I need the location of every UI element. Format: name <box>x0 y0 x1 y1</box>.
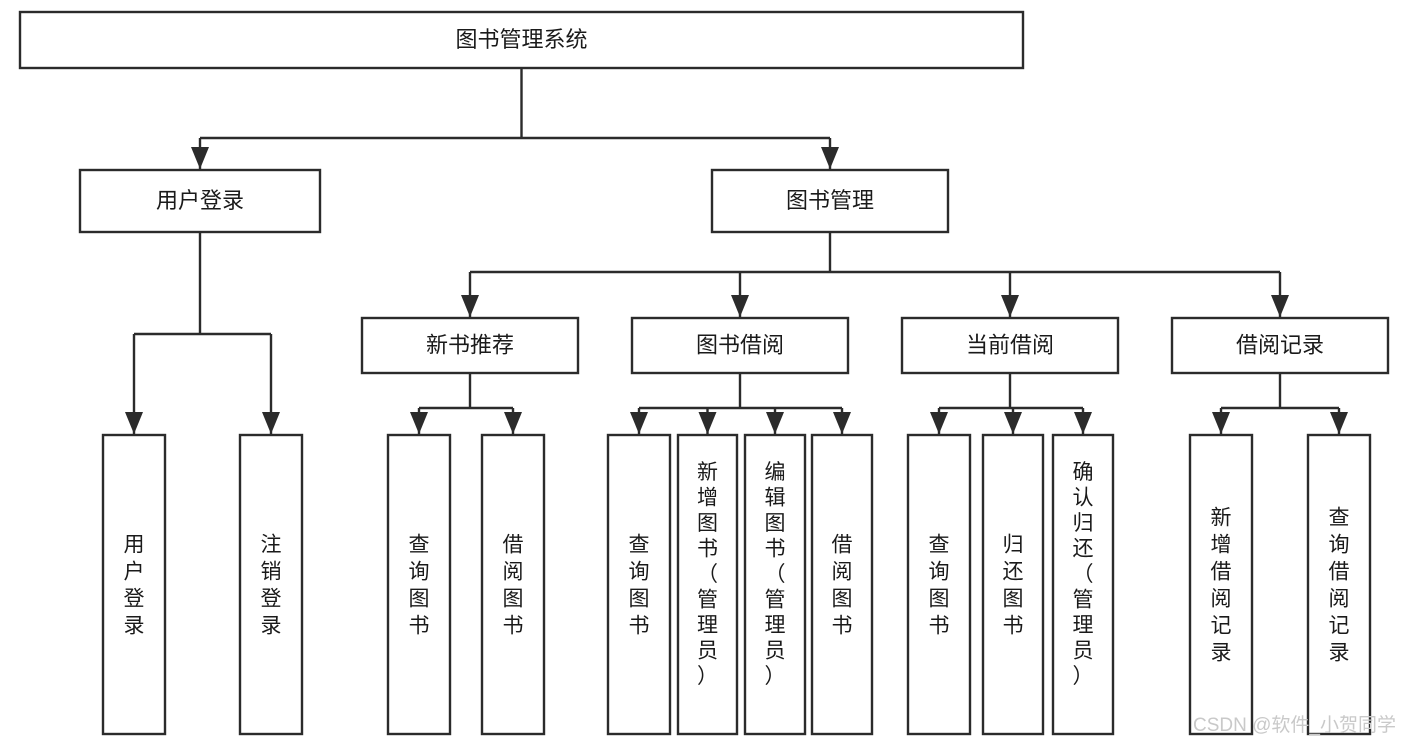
book-borrow-arrow-3 <box>833 412 851 434</box>
node-label-leaf-query-record: 查询借阅记录 <box>1329 507 1350 665</box>
node-box-current-borrow[interactable] <box>900 316 1120 375</box>
node-label-leaf-user-login: 用户登录 <box>124 534 145 638</box>
node-leaf-borrow-book-2[interactable]: 借阅图书 <box>810 433 874 736</box>
node-box-book-borrow[interactable] <box>630 316 850 375</box>
node-box-leaf-user-login[interactable] <box>101 433 167 736</box>
node-label-new-book-recommend: 新书推荐 <box>426 332 514 357</box>
node-box-leaf-borrow-book-1[interactable] <box>480 433 546 736</box>
root-arrow-1 <box>821 147 839 169</box>
node-label-leaf-user-logout: 注销登录 <box>261 534 282 638</box>
node-label-leaf-add-record: 新增借阅记录 <box>1211 507 1232 665</box>
node-label-borrow-record: 借阅记录 <box>1236 332 1324 357</box>
node-label-leaf-edit-book: 编辑图书（管理员） <box>765 461 786 688</box>
node-leaf-return-book[interactable]: 归还图书 <box>981 433 1045 736</box>
node-box-borrow-record[interactable] <box>1170 316 1390 375</box>
book-manage-arrow-2 <box>1001 295 1019 317</box>
node-label-leaf-borrow-book-1: 借阅图书 <box>503 534 524 638</box>
node-box-root[interactable] <box>18 10 1025 70</box>
node-box-leaf-user-logout[interactable] <box>238 433 304 736</box>
csdn-watermark: CSDN @软件_小贺同学 <box>1193 714 1396 736</box>
book-borrow-arrow-2 <box>766 412 784 434</box>
node-leaf-query-book-3[interactable]: 查询图书 <box>906 433 972 736</box>
node-leaf-add-book[interactable]: 新增图书（管理员） <box>676 433 739 736</box>
book-borrow-arrow-0 <box>630 412 648 434</box>
user-login-arrow-0 <box>125 412 143 434</box>
node-borrow-record[interactable]: 借阅记录 <box>1170 316 1390 375</box>
new-book-recommend-arrow-1 <box>504 412 522 434</box>
node-box-leaf-query-book-2[interactable] <box>606 433 672 736</box>
root-arrow-0 <box>191 147 209 169</box>
node-box-leaf-return-book[interactable] <box>981 433 1045 736</box>
node-leaf-query-record[interactable]: 查询借阅记录 <box>1306 433 1372 736</box>
borrow-record-arrow-0 <box>1212 412 1230 434</box>
book-manage-arrow-3 <box>1271 295 1289 317</box>
node-leaf-query-book-1[interactable]: 查询图书 <box>386 433 452 736</box>
connector-links-layer <box>125 68 1348 434</box>
node-leaf-add-record[interactable]: 新增借阅记录 <box>1188 433 1254 736</box>
book-manage-arrow-0 <box>461 295 479 317</box>
node-leaf-user-logout[interactable]: 注销登录 <box>238 433 304 736</box>
node-label-leaf-query-book-2: 查询图书 <box>629 534 650 638</box>
node-label-user-login: 用户登录 <box>156 188 244 213</box>
current-borrow-arrow-1 <box>1004 412 1022 434</box>
node-box-leaf-add-record[interactable] <box>1188 433 1254 736</box>
node-book-borrow[interactable]: 图书借阅 <box>630 316 850 375</box>
node-leaf-confirm-return[interactable]: 确认归还（管理员） <box>1051 433 1115 736</box>
user-login-arrow-1 <box>262 412 280 434</box>
node-label-leaf-return-book: 归还图书 <box>1003 534 1024 638</box>
current-borrow-arrow-2 <box>1074 412 1092 434</box>
node-box-new-book-recommend[interactable] <box>360 316 580 375</box>
book-manage-arrow-1 <box>731 295 749 317</box>
node-label-leaf-borrow-book-2: 借阅图书 <box>832 534 853 638</box>
node-leaf-borrow-book-1[interactable]: 借阅图书 <box>480 433 546 736</box>
node-leaf-edit-book[interactable]: 编辑图书（管理员） <box>743 433 807 736</box>
node-box-leaf-query-book-1[interactable] <box>386 433 452 736</box>
node-box-leaf-edit-book[interactable] <box>743 433 807 736</box>
node-box-leaf-add-book[interactable] <box>676 433 739 736</box>
book-borrow-arrow-1 <box>698 412 717 434</box>
new-book-recommend-arrow-0 <box>410 412 428 434</box>
node-box-leaf-confirm-return[interactable] <box>1051 433 1115 736</box>
node-user-login[interactable]: 用户登录 <box>78 168 322 234</box>
node-box-user-login[interactable] <box>78 168 322 234</box>
current-borrow-arrow-0 <box>930 412 948 434</box>
node-boxes-layer: 图书管理系统用户登录图书管理新书推荐图书借阅当前借阅借阅记录用户登录注销登录查询… <box>18 10 1390 736</box>
node-label-leaf-query-book-3: 查询图书 <box>929 534 950 638</box>
node-leaf-query-book-2[interactable]: 查询图书 <box>606 433 672 736</box>
node-label-root: 图书管理系统 <box>455 27 587 52</box>
node-box-book-manage[interactable] <box>710 168 950 234</box>
node-box-leaf-query-record[interactable] <box>1306 433 1372 736</box>
node-label-book-borrow: 图书借阅 <box>696 332 784 357</box>
node-box-leaf-borrow-book-2[interactable] <box>810 433 874 736</box>
node-label-current-borrow: 当前借阅 <box>966 332 1054 357</box>
node-box-leaf-query-book-3[interactable] <box>906 433 972 736</box>
node-label-book-manage: 图书管理 <box>786 188 874 213</box>
node-root[interactable]: 图书管理系统 <box>18 10 1025 70</box>
node-leaf-user-login[interactable]: 用户登录 <box>101 433 167 736</box>
node-book-manage[interactable]: 图书管理 <box>710 168 950 234</box>
node-label-leaf-add-book: 新增图书（管理员） <box>697 461 718 688</box>
node-current-borrow[interactable]: 当前借阅 <box>900 316 1120 375</box>
node-label-leaf-confirm-return: 确认归还（管理员） <box>1073 461 1094 688</box>
node-label-leaf-query-book-1: 查询图书 <box>409 534 430 638</box>
node-new-book-recommend[interactable]: 新书推荐 <box>360 316 580 375</box>
borrow-record-arrow-1 <box>1330 412 1348 434</box>
